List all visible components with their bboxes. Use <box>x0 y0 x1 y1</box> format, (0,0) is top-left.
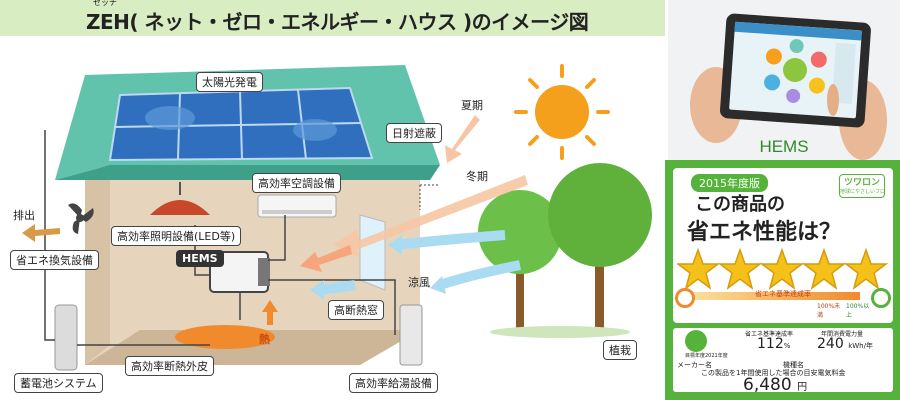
summer-sun-arrow <box>445 115 480 163</box>
ventilation-fan-icon <box>68 203 94 234</box>
col2-unit: kWh/年 <box>848 342 873 350</box>
e-mark-icon <box>675 288 695 308</box>
page-title: ZEH( ネット・ゼロ・エネルギー・ハウス )のイメージ図 <box>86 10 589 34</box>
col2-head: 年間消費電力量 <box>821 331 864 338</box>
logo-sub: 地球にやさしいフロン <box>840 189 884 195</box>
label-envelope: 高効率断熱外皮 <box>125 356 214 376</box>
label-ventilation: 省エネ換気設備 <box>10 250 99 270</box>
label-solar: 太陽光発電 <box>196 72 263 92</box>
star-icon <box>845 249 887 289</box>
cost-note: この製品を1年間使用した場合の目安電気料金 <box>701 369 846 377</box>
year-badge: 2015年度版 <box>691 174 768 192</box>
cost-unit: 円 <box>797 382 808 393</box>
label-battery: 蓄電池システム <box>14 373 103 393</box>
e-mark-icon <box>871 288 891 308</box>
ceiling-light-icon <box>150 182 210 215</box>
cool-breeze-arrow <box>310 230 521 300</box>
water-heater-icon <box>399 304 423 366</box>
label-cool-breeze: 涼風 <box>408 276 430 289</box>
floor-heating-icon <box>175 300 278 349</box>
headline-1: この商品の <box>695 194 785 215</box>
energy-efficiency-label: 2015年度版 ツワロン 地球にやさしいフロン この商品の 省エネ性能は？ 省エ… <box>665 160 900 400</box>
window-icon <box>359 214 386 291</box>
hems-caption: HEMS <box>759 137 809 156</box>
col1-head: 省エネ基準達成率 <box>745 331 794 338</box>
solar-panel-icon <box>108 86 374 162</box>
hems-tablet-photo <box>668 0 900 160</box>
label-planting: 植栽 <box>603 340 637 360</box>
star-icon <box>803 249 845 289</box>
zeh-house-diagram <box>22 64 652 371</box>
model-label: 機種名 <box>783 361 804 369</box>
logo-box: ツワロン 地球にやさしいフロン <box>839 174 885 198</box>
rate-bar <box>685 292 860 300</box>
label-bottom-panel <box>673 328 893 392</box>
scale-low: 100%未満 <box>817 303 841 319</box>
air-conditioner-icon <box>257 194 337 218</box>
logo-text: ツワロン <box>843 178 880 188</box>
label-aircon: 高効率空調設備 <box>252 173 341 193</box>
headline-2: 省エネ性能は？ <box>687 220 842 245</box>
battery-system-icon <box>54 304 78 371</box>
label-exhaust: 排出 <box>13 209 35 222</box>
label-hems: HEMS <box>176 250 224 267</box>
label-lighting: 高効率照明設備(LED等) <box>111 226 242 246</box>
e-mark-icon <box>685 330 707 352</box>
label-summer: 夏期 <box>461 99 483 112</box>
label-shading: 日射遮蔽 <box>386 123 442 143</box>
label-windows: 高断熱窓 <box>328 300 384 320</box>
col1-value: 112 <box>757 336 784 352</box>
tree-icon <box>478 163 652 338</box>
maker-label: メーカー名 <box>677 361 712 369</box>
star-icon <box>677 249 719 289</box>
title-bar <box>0 0 665 36</box>
rate-label: 省エネ基準達成率 <box>755 290 811 298</box>
col1-value-wrap: 112% <box>757 336 790 352</box>
winter-sun-arrow <box>333 175 528 258</box>
col2-value-wrap: 240 kWh/年 <box>817 336 873 352</box>
exhaust-arrow <box>22 224 60 242</box>
label-heat: 熱 <box>259 333 270 346</box>
indoor-heat-arrow <box>300 245 352 272</box>
scale-high: 100%以上 <box>846 303 870 319</box>
target-year: 目標年度2021年度 <box>685 353 728 359</box>
cost-value: 6,480 <box>743 375 792 395</box>
col2-value: 240 <box>817 336 844 352</box>
label-water-heater: 高効率給湯設備 <box>349 373 438 393</box>
star-icon <box>761 249 803 289</box>
sun-icon <box>514 64 610 160</box>
star-icon <box>719 249 761 289</box>
hems-device-icon <box>209 251 270 293</box>
label-winter: 冬期 <box>466 170 488 183</box>
title-ruby: ゼッチ <box>93 0 117 7</box>
cost-wrap: 6,480 円 <box>743 375 807 395</box>
rating-stars <box>677 249 887 289</box>
col1-unit: % <box>783 342 791 350</box>
